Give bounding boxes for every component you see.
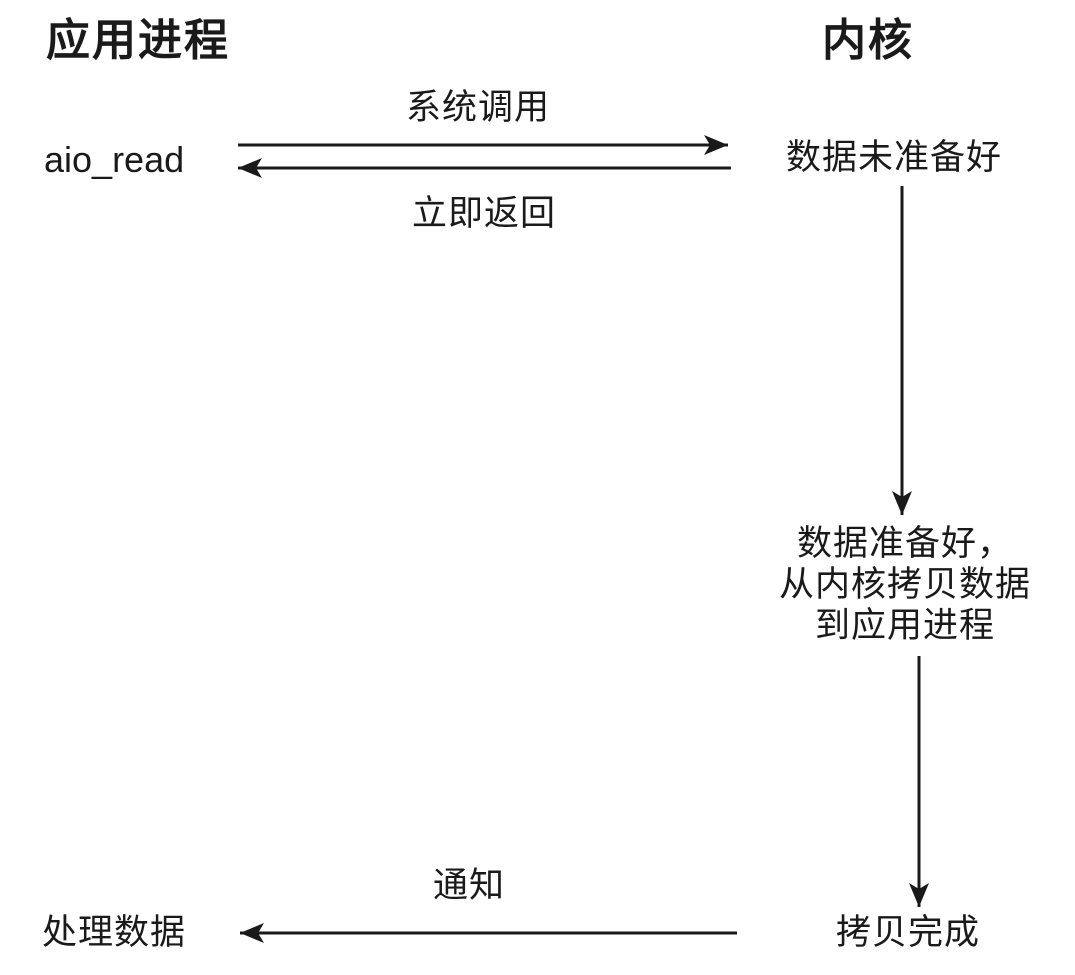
system-call-label: 系统调用 — [406, 88, 551, 127]
process-data-label: 处理数据 — [42, 913, 187, 952]
aio-read-label: aio_read — [44, 139, 185, 180]
immediate-return-label: 立即返回 — [412, 194, 557, 233]
app-process-heading: 应用进程 — [46, 16, 230, 65]
data-ready-line-1: 数据准备好， — [796, 524, 1013, 563]
notify-label: 通知 — [433, 866, 506, 905]
data-ready-line-2: 从内核拷贝数据 — [778, 565, 1031, 604]
data-ready-line-3: 到应用进程 — [814, 606, 995, 645]
kernel-heading: 内核 — [822, 16, 914, 65]
copy-complete-label: 拷贝完成 — [836, 913, 981, 952]
data-ready-label: 数据准备好， 从内核拷贝数据 到应用进程 — [755, 523, 1055, 646]
data-not-ready-label: 数据未准备好 — [786, 138, 1003, 177]
